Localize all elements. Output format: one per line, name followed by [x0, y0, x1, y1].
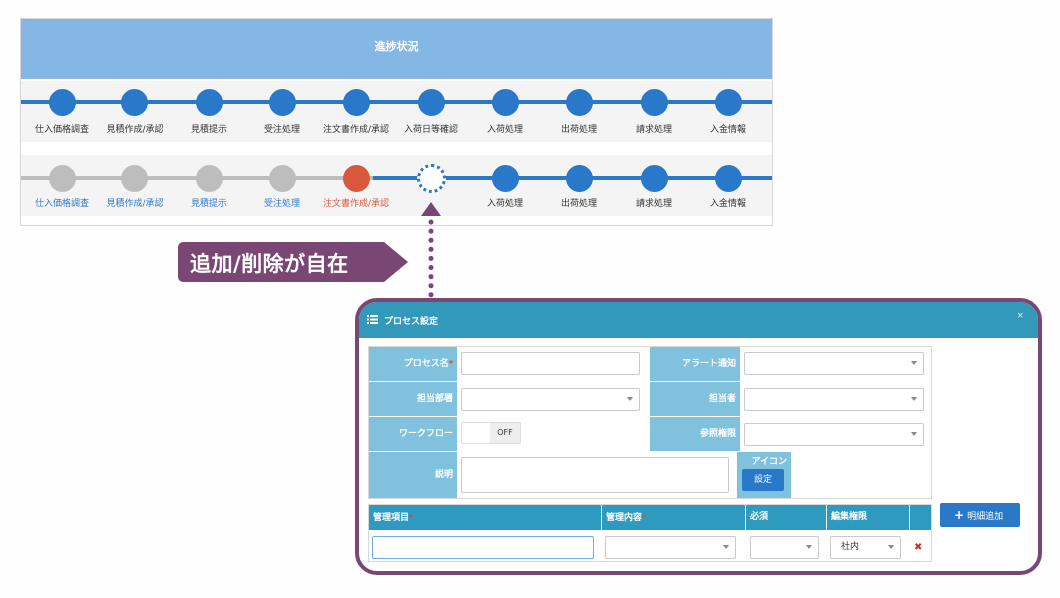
step-label: 見積作成/承認	[106, 125, 164, 135]
step-node-done[interactable]	[269, 165, 296, 192]
step-node[interactable]	[641, 165, 668, 192]
dept-select[interactable]	[461, 388, 640, 411]
callout: 追加/削除が自在	[178, 242, 408, 282]
item-input[interactable]	[372, 536, 594, 559]
step-label: 見積提示	[190, 125, 227, 135]
delete-icon[interactable]: ✖	[914, 542, 923, 553]
step-label: 入荷処理	[486, 199, 523, 209]
icon-cell: アイコン 設定	[737, 452, 791, 498]
add-detail-label: 明細追加	[967, 512, 1004, 522]
step-node[interactable]	[196, 89, 223, 116]
step-node[interactable]	[492, 89, 519, 116]
view-perm-select[interactable]	[744, 423, 924, 446]
owner-select[interactable]	[744, 388, 924, 411]
process-name-label: プロセス名*	[369, 347, 457, 381]
plus-icon: +	[954, 508, 965, 522]
progress-header: 進捗状況	[21, 19, 772, 79]
th-required: 必須	[746, 505, 826, 530]
alert-select[interactable]	[744, 352, 924, 375]
connector-arrow	[421, 202, 441, 303]
step-node[interactable]	[566, 89, 593, 116]
progress-line	[21, 100, 772, 104]
th-content: 管理内容*	[602, 505, 745, 530]
step-node[interactable]	[715, 165, 742, 192]
step-node[interactable]	[418, 89, 445, 116]
step-label: 入荷日等確認	[403, 125, 458, 135]
progress-row-edited: 仕入価格調査 見積作成/承認 見積提示 受注処理 注文書作成/承認 入荷処理 出…	[21, 155, 772, 216]
list-icon	[367, 315, 378, 324]
workflow-label: ワークフロー	[369, 417, 457, 451]
dialog-title: プロセス設定	[384, 317, 439, 327]
step-node[interactable]	[566, 165, 593, 192]
arrow-head-icon	[421, 202, 441, 216]
step-label: 入金情報	[709, 199, 746, 209]
toggle-state: OFF	[490, 423, 520, 443]
chevron-down-icon	[806, 545, 812, 549]
progress-panel: 進捗状況 仕入価格調査 見積作成/承認 見積提示 受注処理 注文書作成/承認 入…	[20, 18, 773, 226]
step-node[interactable]	[269, 89, 296, 116]
close-icon[interactable]: ×	[1016, 311, 1024, 321]
step-label: 仕入価格調査	[34, 199, 89, 209]
chevron-down-icon	[723, 545, 729, 549]
step-label-current: 注文書作成/承認	[322, 199, 390, 209]
step-label: 出荷処理	[560, 125, 597, 135]
step-label: 受注処理	[263, 199, 300, 209]
step-node[interactable]	[715, 89, 742, 116]
dialog-header: プロセス設定 ×	[359, 302, 1038, 338]
chevron-down-icon	[888, 545, 894, 549]
step-label: 出荷処理	[560, 199, 597, 209]
content-select[interactable]	[605, 536, 736, 559]
callout-shape	[178, 242, 408, 282]
chevron-down-icon	[911, 361, 917, 365]
icon-settings-button[interactable]: 設定	[742, 469, 784, 491]
alert-label: アラート通知	[650, 347, 740, 381]
details-table	[368, 504, 932, 562]
step-node[interactable]	[641, 89, 668, 116]
dept-label: 担当部署	[369, 382, 457, 416]
required-mark: *	[448, 359, 453, 368]
edit-perm-select[interactable]: 社内	[830, 536, 901, 559]
process-name-input[interactable]	[461, 352, 640, 375]
th-edit-perm: 編集権限	[827, 505, 909, 530]
step-node-done[interactable]	[121, 165, 148, 192]
step-label: 入金情報	[709, 125, 746, 135]
step-label: 請求処理	[635, 125, 672, 135]
step-label: 見積提示	[190, 199, 227, 209]
workflow-toggle[interactable]: OFF	[461, 422, 521, 444]
step-label: 注文書作成/承認	[322, 125, 390, 135]
form-grid	[368, 346, 932, 499]
step-label: 請求処理	[635, 199, 672, 209]
owner-label: 担当者	[650, 382, 740, 416]
step-node[interactable]	[492, 165, 519, 192]
process-settings-dialog: プロセス設定 × プロセス名* アラート通知 担当部署 担当者 ワークフロー O…	[355, 298, 1042, 575]
step-node-placeholder[interactable]	[417, 164, 446, 193]
chevron-down-icon	[911, 397, 917, 401]
description-textarea[interactable]	[461, 457, 729, 493]
step-node[interactable]	[49, 89, 76, 116]
step-label: 仕入価格調査	[34, 125, 89, 135]
step-node[interactable]	[121, 89, 148, 116]
step-label: 見積作成/承認	[106, 199, 164, 209]
add-detail-button[interactable]: +明細追加	[940, 503, 1020, 527]
chevron-down-icon	[627, 397, 633, 401]
progress-row-current: 仕入価格調査 見積作成/承認 見積提示 受注処理 注文書作成/承認 入荷日等確認…	[21, 81, 772, 142]
step-node[interactable]	[343, 89, 370, 116]
th-item: 管理項目*	[369, 505, 601, 530]
chevron-down-icon	[911, 432, 917, 436]
step-label: 受注処理	[263, 125, 300, 135]
step-node-done[interactable]	[49, 165, 76, 192]
view-perm-label: 参照権限	[650, 417, 740, 451]
icon-label: アイコン	[751, 457, 787, 467]
required-select[interactable]	[750, 536, 819, 559]
progress-title: 進捗状況	[374, 40, 419, 53]
description-label: 説明	[369, 452, 457, 498]
th-actions	[910, 505, 931, 530]
step-node-current[interactable]	[343, 165, 370, 192]
step-node-done[interactable]	[196, 165, 223, 192]
callout-text: 追加/削除が自在	[190, 252, 349, 276]
step-label: 入荷処理	[486, 125, 523, 135]
